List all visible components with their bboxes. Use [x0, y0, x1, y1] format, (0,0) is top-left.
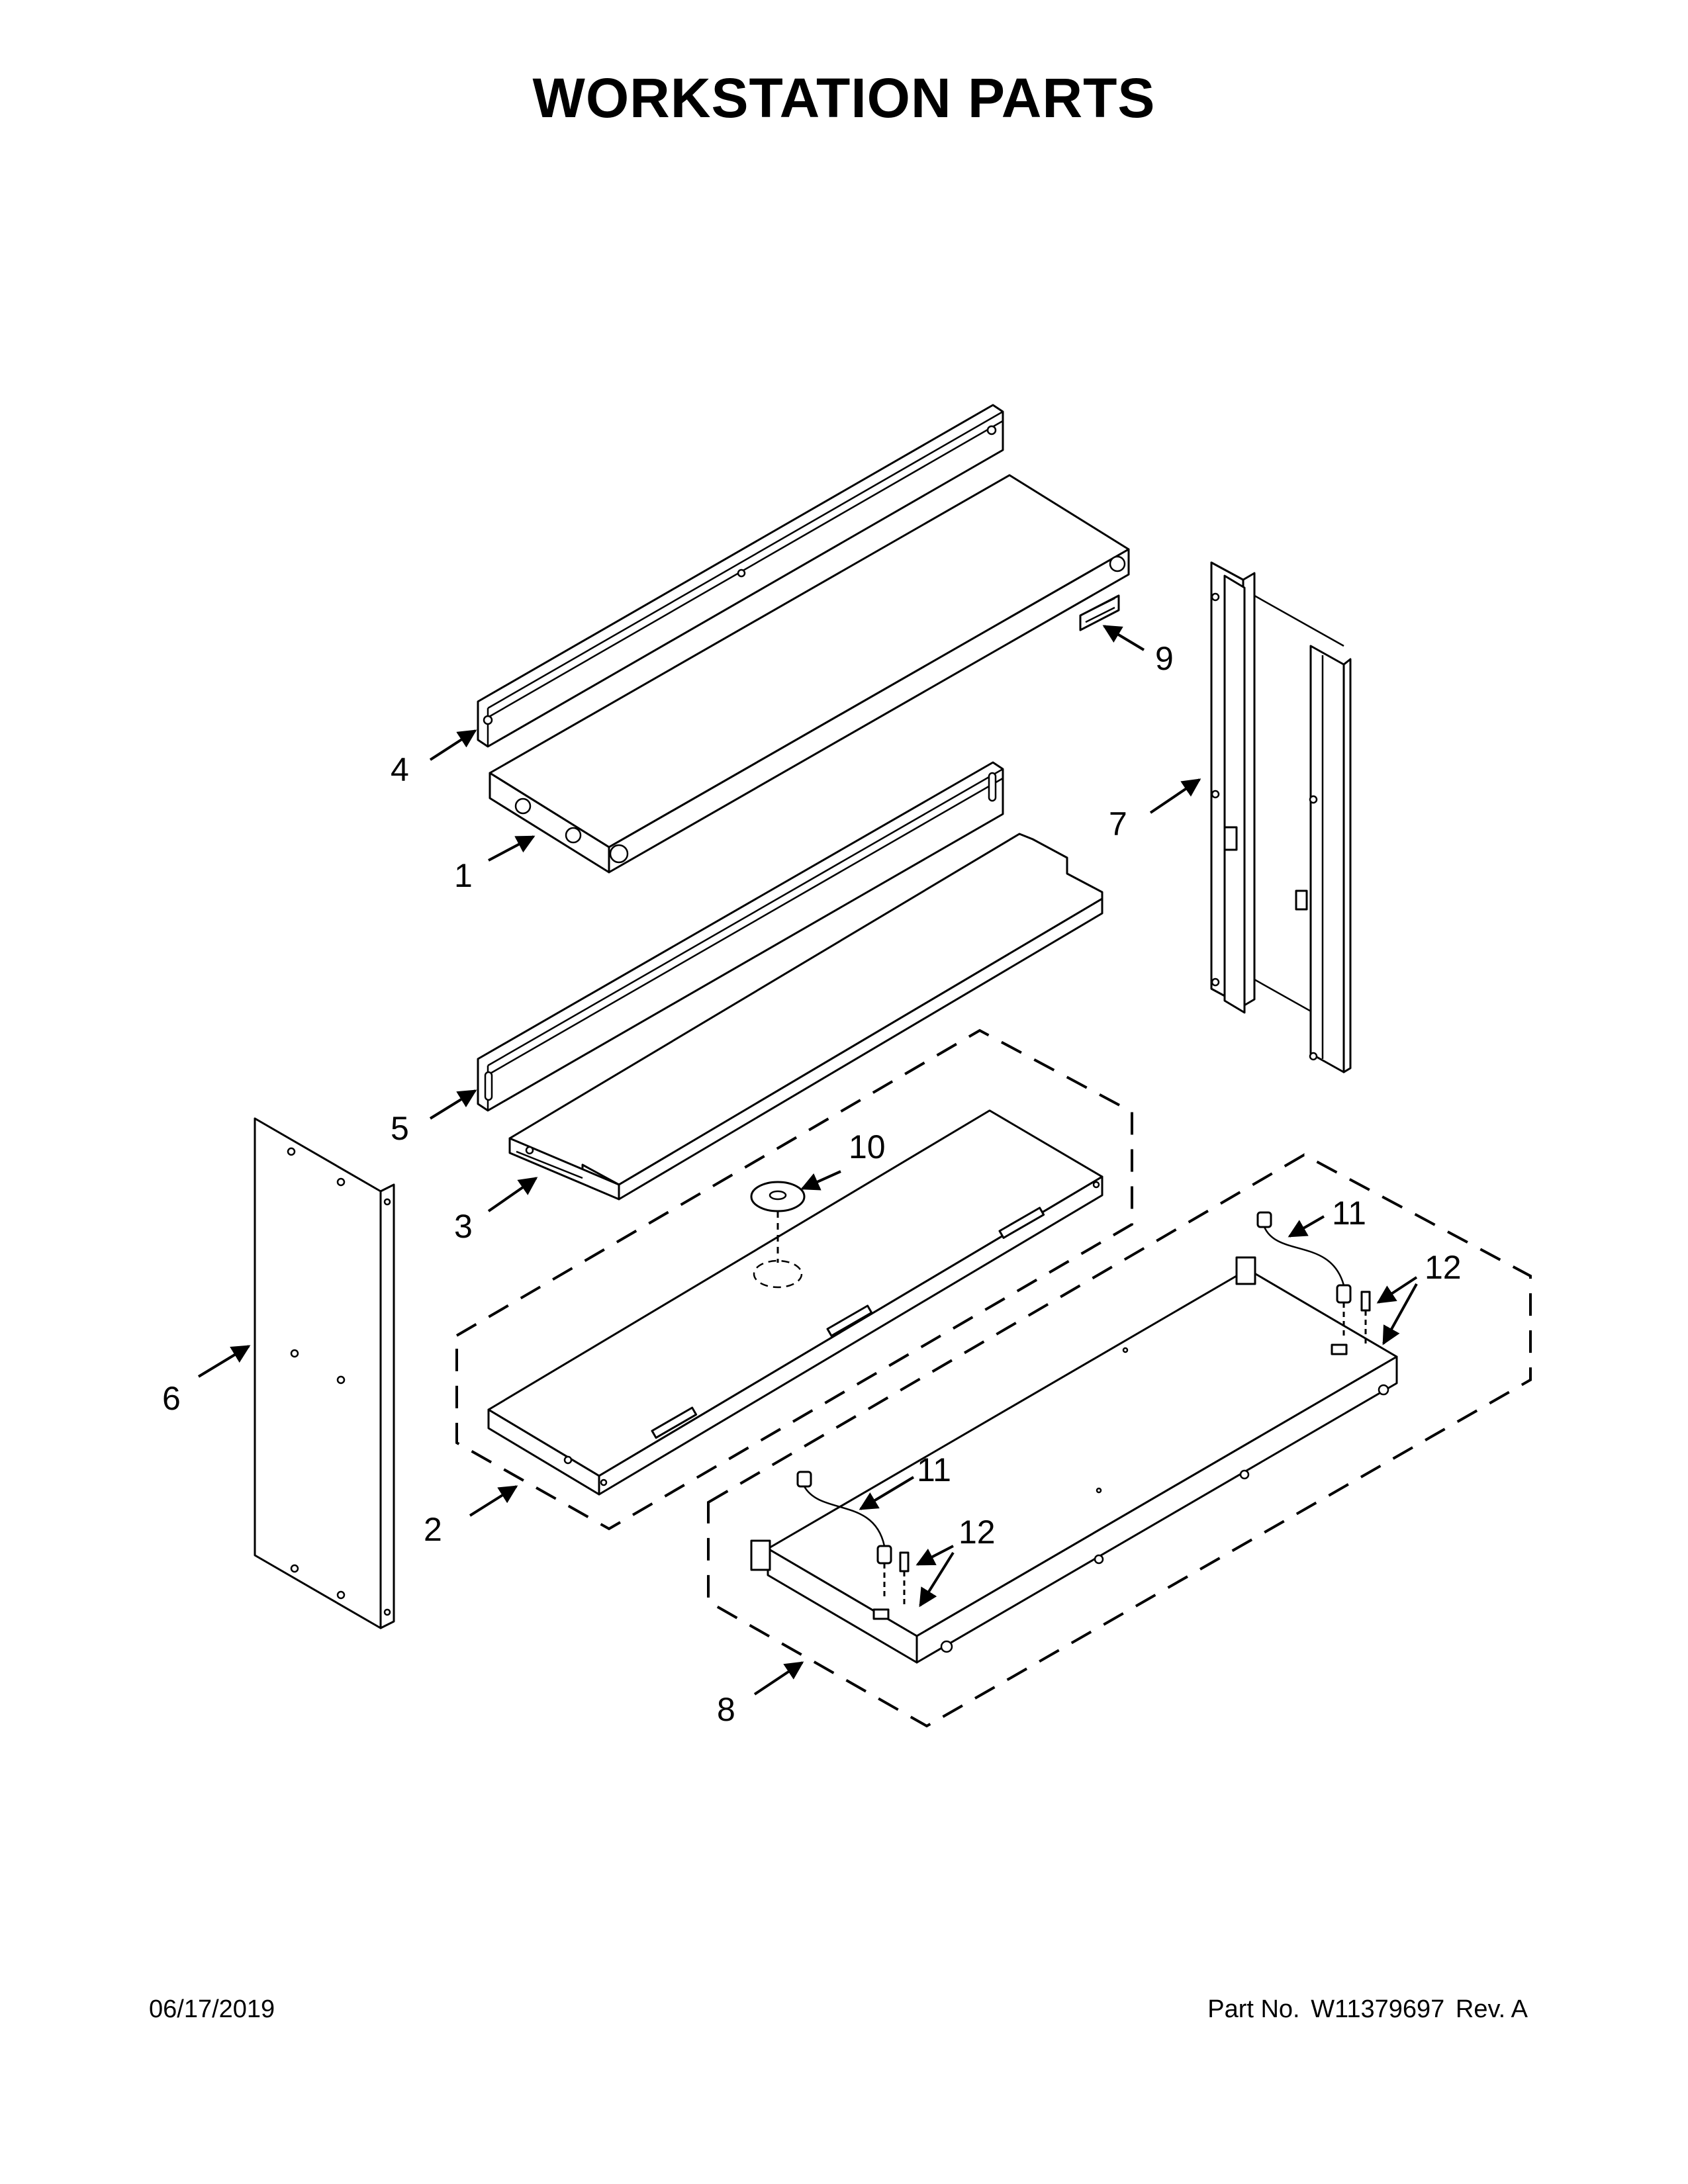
footer-part-info: Part No. W11379697 Rev. A: [1203, 1995, 1528, 2024]
arrow-12-lower-a: [915, 1545, 954, 1566]
arrow-12-upper-a: [1376, 1276, 1418, 1304]
arrow-7: [1149, 778, 1201, 814]
arrow-5: [429, 1089, 477, 1120]
callout-1: 1: [454, 857, 473, 894]
revision-label: Rev. A: [1455, 1995, 1528, 2023]
callout-11-lower: 11: [917, 1451, 951, 1488]
callout-9: 9: [1155, 640, 1174, 677]
arrow-2: [469, 1485, 518, 1517]
part-2-shelf-assembly[interactable]: [455, 1028, 1133, 1531]
arrow-3: [487, 1177, 538, 1212]
part-5-front-rail[interactable]: [477, 761, 1004, 1112]
part-9-bracket[interactable]: [1079, 594, 1120, 631]
callout-10: 10: [849, 1128, 886, 1165]
part-8-lower-shelf-assembly[interactable]: [707, 1153, 1532, 1728]
part-1-top-panel[interactable]: [489, 474, 1130, 874]
callout-12-upper: 12: [1425, 1249, 1462, 1286]
arrow-1: [488, 835, 536, 862]
part-12-screw-lower[interactable]: [899, 1551, 910, 1607]
arrow-4: [429, 729, 477, 761]
callout-3: 3: [454, 1208, 473, 1245]
part-11-wire-upper[interactable]: [1256, 1211, 1352, 1337]
arrow-12-lower-b: [919, 1551, 955, 1608]
part-7-right-bracket[interactable]: [1210, 561, 1352, 1073]
part-number-label: Part No.: [1207, 1995, 1300, 2023]
part-4-rear-rail[interactable]: [477, 404, 1004, 748]
callout-5: 5: [391, 1110, 409, 1147]
arrow-12-upper-b: [1382, 1283, 1418, 1345]
part-12-screw-upper[interactable]: [1360, 1291, 1371, 1346]
arrow-6: [197, 1345, 251, 1378]
callout-8: 8: [717, 1691, 735, 1728]
part-10-grommet[interactable]: [750, 1181, 806, 1289]
arrow-10: [800, 1170, 841, 1191]
callout-4: 4: [391, 751, 409, 788]
part-6-left-side-panel[interactable]: [254, 1117, 395, 1629]
callout-12-lower: 12: [959, 1514, 996, 1551]
arrow-11-lower: [859, 1476, 915, 1510]
footer-date: 06/17/2019: [149, 1995, 275, 2023]
callout-11-upper: 11: [1332, 1195, 1366, 1232]
arrow-9: [1102, 625, 1145, 651]
page-title: WORKSTATION PARTS: [532, 67, 1156, 129]
part-number-value: W11379697: [1311, 1995, 1445, 2023]
part-3-bottom-panel[interactable]: [508, 833, 1103, 1201]
callout-6: 6: [162, 1380, 181, 1417]
arrow-11-upper: [1288, 1215, 1325, 1238]
callout-7: 7: [1109, 805, 1127, 842]
part-11-wire-lower[interactable]: [796, 1471, 892, 1598]
arrow-8: [753, 1661, 804, 1696]
callout-2: 2: [424, 1511, 442, 1548]
